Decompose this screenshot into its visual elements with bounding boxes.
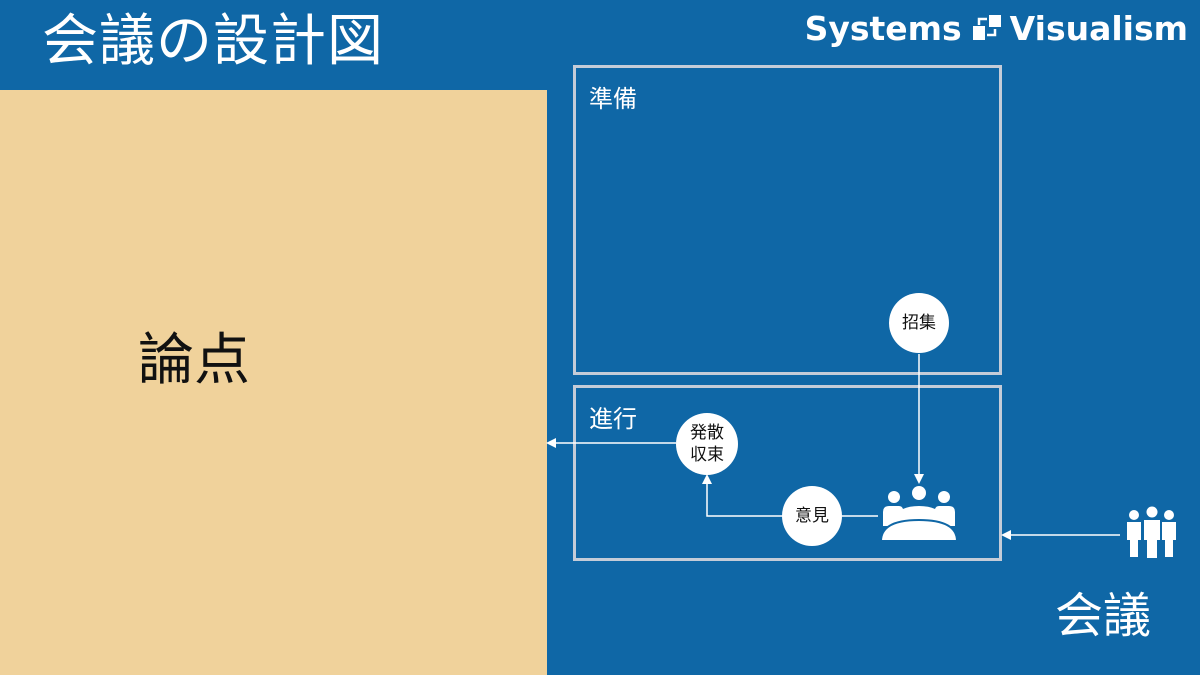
meeting-label: 会議 <box>1055 588 1152 644</box>
meeting-table-icon <box>879 486 959 542</box>
page-title: 会議の設計図 <box>42 9 384 74</box>
diverge-converge-node: 発散 収束 <box>676 413 738 475</box>
people-group-icon <box>1127 506 1176 558</box>
convene-label: 招集 <box>902 313 936 333</box>
preparation-box: 準備 <box>573 65 1002 375</box>
preparation-label: 準備 <box>589 85 637 113</box>
converge-label: 収束 <box>690 445 724 465</box>
issues-panel: 論点 <box>0 90 547 675</box>
progress-box: 進行 <box>573 385 1002 561</box>
opinion-node: 意見 <box>782 486 842 546</box>
opinion-label: 意見 <box>795 506 829 526</box>
diverge-label: 発散 <box>690 423 724 443</box>
brand-right-text: Visualism <box>1009 8 1188 48</box>
progress-label: 進行 <box>589 405 637 433</box>
issues-label: 論点 <box>138 328 250 393</box>
brand-logo: Systems Visualism <box>805 6 1188 50</box>
opinion-to-diverge-arrow <box>702 474 783 517</box>
brand-left-text: Systems <box>804 8 962 48</box>
convene-node: 招集 <box>889 293 949 353</box>
flow-squares-icon <box>972 15 1001 40</box>
